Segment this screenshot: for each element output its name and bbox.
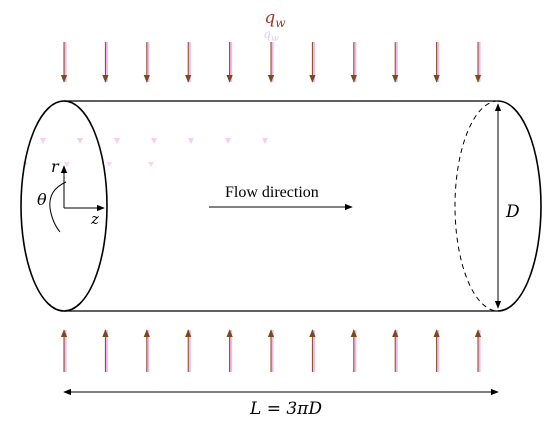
top-heat-flux-arrow (226, 42, 233, 83)
top-heat-flux-arrow (143, 42, 151, 83)
top-heat-flux-arrow (392, 42, 399, 83)
bottom-heat-flux-arrow (226, 329, 233, 372)
pipe-outlet-back-arc (454, 100, 499, 312)
faint-marker (188, 138, 194, 144)
top-heat-flux-arrow (433, 42, 440, 83)
top-heat-flux-arrow (350, 42, 357, 83)
theta-label: θ (37, 190, 47, 209)
top-heat-flux-arrow (267, 42, 275, 83)
top-heat-flux-arrow (184, 42, 192, 83)
bottom-heat-flux-arrow (392, 329, 399, 372)
bottom-heat-flux-arrow (350, 329, 357, 372)
bottom-heat-flux-arrow (184, 329, 192, 372)
top-heat-flux-arrow (60, 42, 68, 83)
bottom-heat-flux-arrow (474, 329, 482, 372)
heat-flux-label-ghost: qw (263, 27, 279, 44)
faint-marker (262, 138, 268, 144)
faint-marker (151, 138, 157, 144)
top-heat-flux-arrow (474, 42, 482, 83)
faint-pink-markers (22, 138, 268, 167)
faint-marker (114, 138, 120, 144)
faint-marker (40, 138, 46, 144)
top-heat-flux-arrow (102, 42, 109, 83)
heat-flux-symbol: q (264, 8, 275, 28)
bottom-heat-flux-arrow (433, 329, 440, 372)
length-label: L = 3πD (249, 399, 322, 419)
bottom-heat-flux-arrow (102, 329, 109, 372)
bottom-heat-flux-arrow (267, 329, 275, 372)
bottom-heat-flux-arrow (309, 329, 316, 372)
faint-marker (106, 162, 112, 167)
pipe-cylinder (20, 100, 542, 312)
r-label: r (51, 157, 60, 176)
top-heat-flux-arrow (309, 42, 316, 83)
top-heat-flux-arrows (60, 42, 482, 83)
heat-flux-label: qw (264, 8, 286, 30)
faint-marker (225, 138, 231, 144)
bottom-heat-flux-arrows (60, 329, 482, 372)
pipe-inlet-ellipse (20, 100, 108, 312)
coordinate-system: r θ z (37, 157, 105, 233)
faint-marker (148, 162, 154, 167)
z-label: z (90, 210, 99, 228)
heat-flux-subscript: w (275, 16, 286, 30)
bottom-heat-flux-arrow (143, 329, 151, 372)
faint-marker (77, 138, 83, 144)
faint-marker (64, 162, 70, 167)
bottom-heat-flux-arrow (60, 329, 68, 372)
theta-arc (49, 181, 67, 233)
pipe-outlet-front-arc (497, 100, 542, 312)
flow-direction-label: Flow direction (225, 184, 319, 201)
diameter-label: D (505, 202, 520, 222)
